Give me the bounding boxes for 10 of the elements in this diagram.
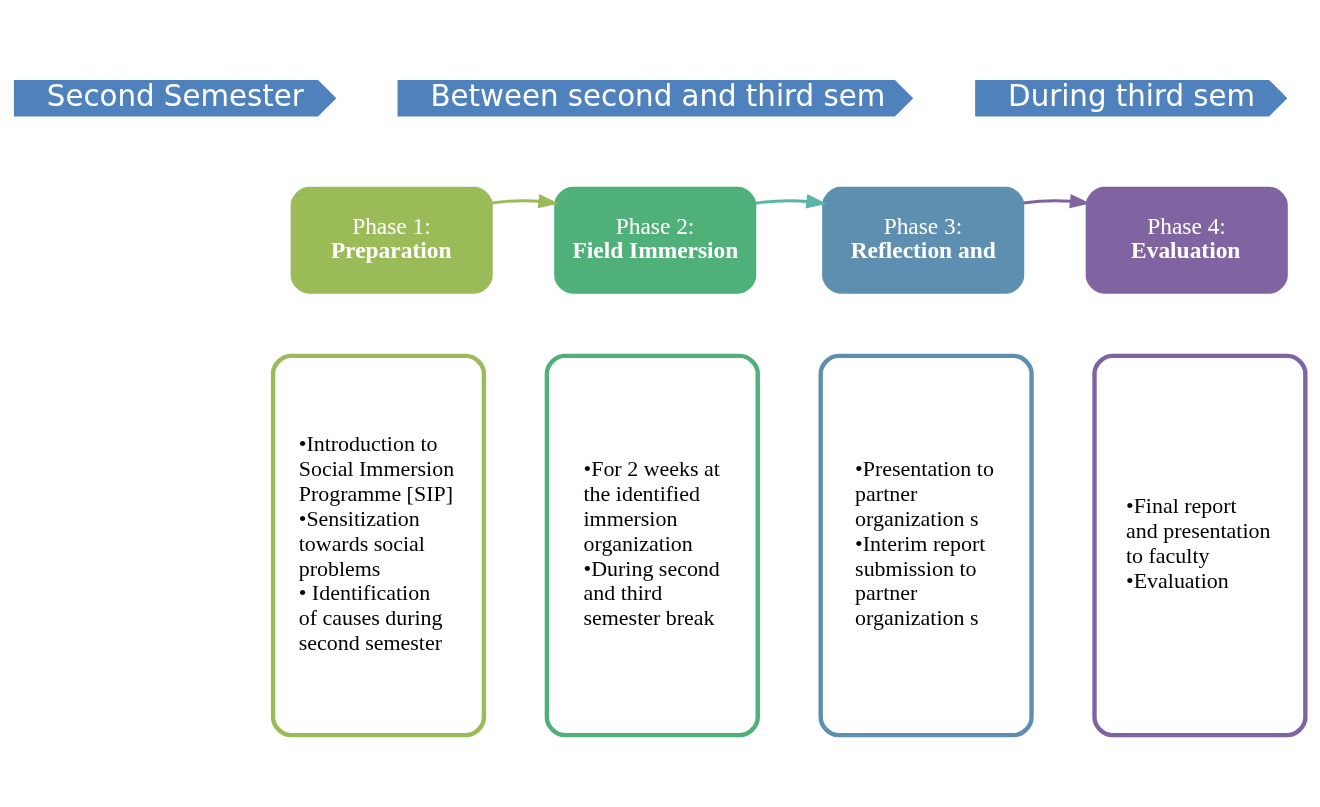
node-box: Phase 1: Preparation (290, 186, 493, 294)
node-box: •Final report and presentation to faculty •Evaluation (1092, 353, 1308, 738)
arrow (491, 194, 559, 209)
node-box: Phase 3: Reflection and (822, 186, 1025, 294)
node-box: •Introduction to Social Immersion Programme [SIP] •Sensitization towards social problems • Identification of causes during second semester (270, 353, 487, 738)
node-box: Phase 4: Evaluation (1085, 186, 1288, 294)
arrow (755, 194, 827, 209)
node-box: •Presentation to partner organization s •Interim report submission to partner organization s (818, 353, 1034, 738)
node-box: •For 2 weeks at the identified immersion organization •During second and third semester break (544, 353, 760, 738)
node-box: Phase 2: Field Immersion (554, 186, 757, 294)
